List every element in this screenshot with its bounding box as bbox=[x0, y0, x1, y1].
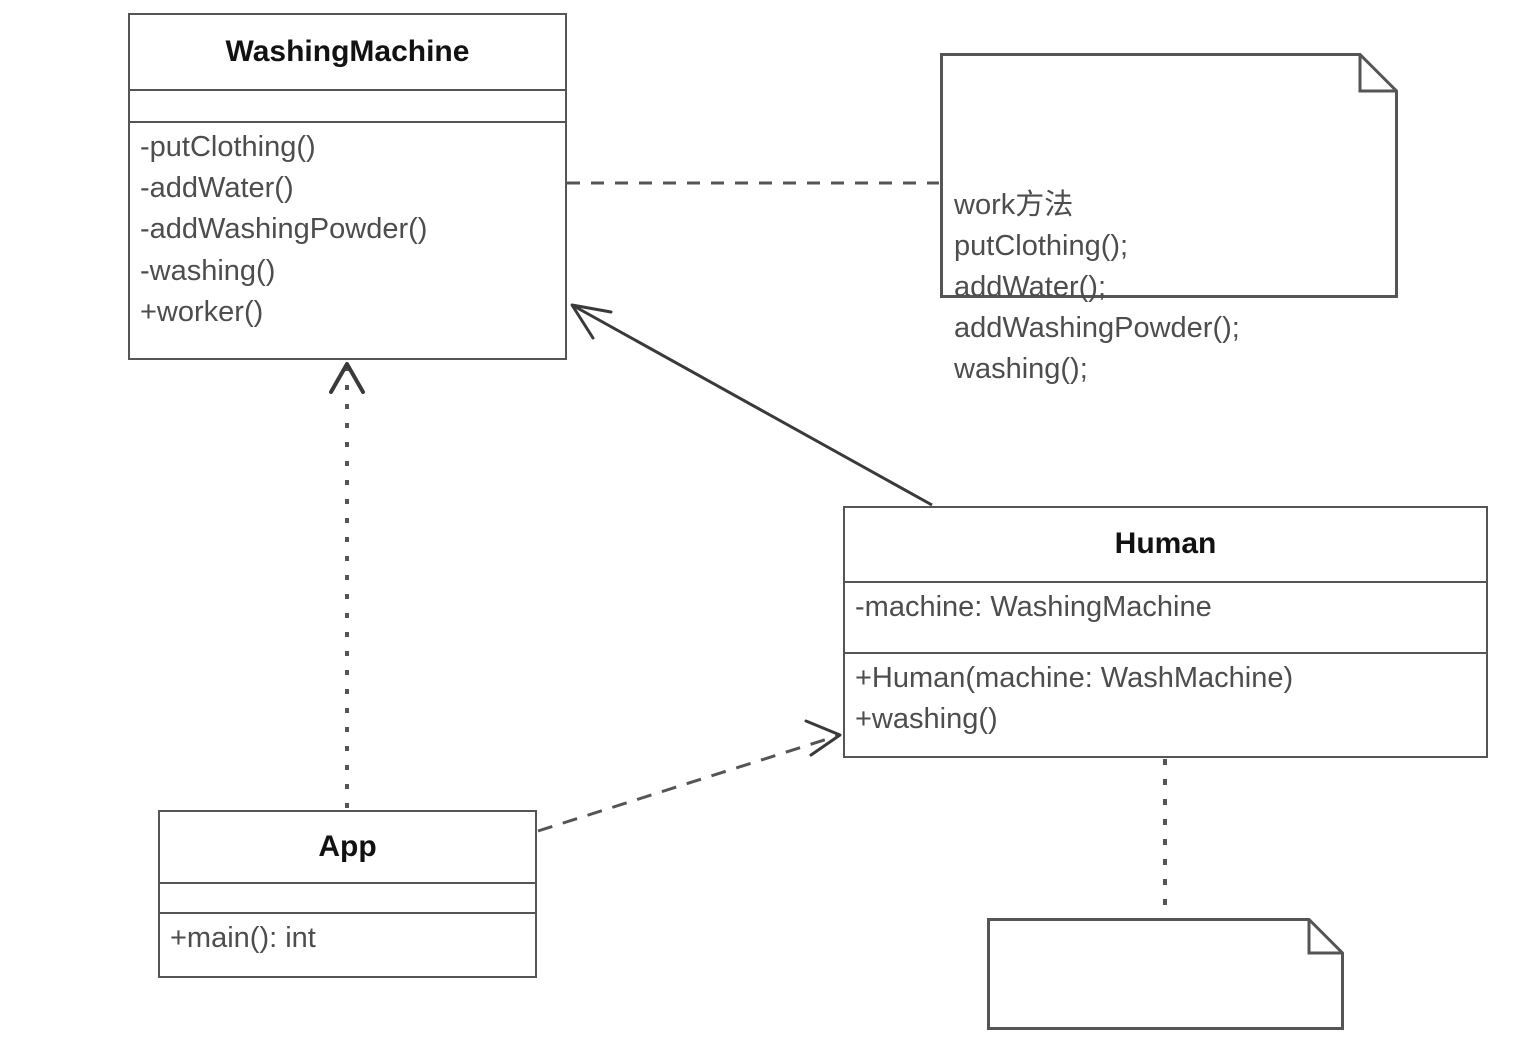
note-washing-method[interactable]: washing方法 machine.work(); bbox=[987, 918, 1344, 1030]
class-attributes-washingmachine bbox=[130, 91, 565, 121]
class-title-app: App bbox=[318, 829, 377, 863]
class-separator bbox=[160, 912, 535, 914]
class-methods-app: +main(): int bbox=[170, 922, 316, 954]
class-separator bbox=[160, 882, 535, 884]
class-separator bbox=[845, 652, 1486, 654]
class-attributes-human: -machine: WashingMachine bbox=[855, 591, 1212, 623]
class-attributes-app bbox=[160, 884, 535, 912]
edge-app-to-washingmachine bbox=[329, 362, 365, 808]
class-box-app[interactable]: App +main(): int bbox=[158, 810, 537, 978]
class-methods-human: +Human(machine: WashMachine) +washing() bbox=[855, 662, 1294, 736]
class-title-human: Human bbox=[1114, 527, 1217, 561]
edge-human-to-washingmachine bbox=[570, 303, 933, 507]
class-box-human[interactable]: Human -machine: WashingMachine +Human(ma… bbox=[843, 506, 1488, 758]
class-methods-washingmachine: -putClothing() -addWater() -addWashingPo… bbox=[140, 131, 428, 328]
class-box-washingmachine[interactable]: WashingMachine -putClothing() -addWater(… bbox=[128, 13, 567, 360]
note-work-method-text: work方法 putClothing(); addWater(); addWas… bbox=[954, 188, 1240, 386]
class-separator bbox=[845, 581, 1486, 583]
note-shape bbox=[987, 918, 1344, 1030]
class-separator bbox=[130, 89, 565, 91]
note-work-method[interactable]: work方法 putClothing(); addWater(); addWas… bbox=[940, 53, 1398, 385]
class-separator bbox=[130, 121, 565, 123]
class-title-washingmachine: WashingMachine bbox=[225, 34, 470, 68]
edge-app-to-human bbox=[537, 719, 842, 833]
